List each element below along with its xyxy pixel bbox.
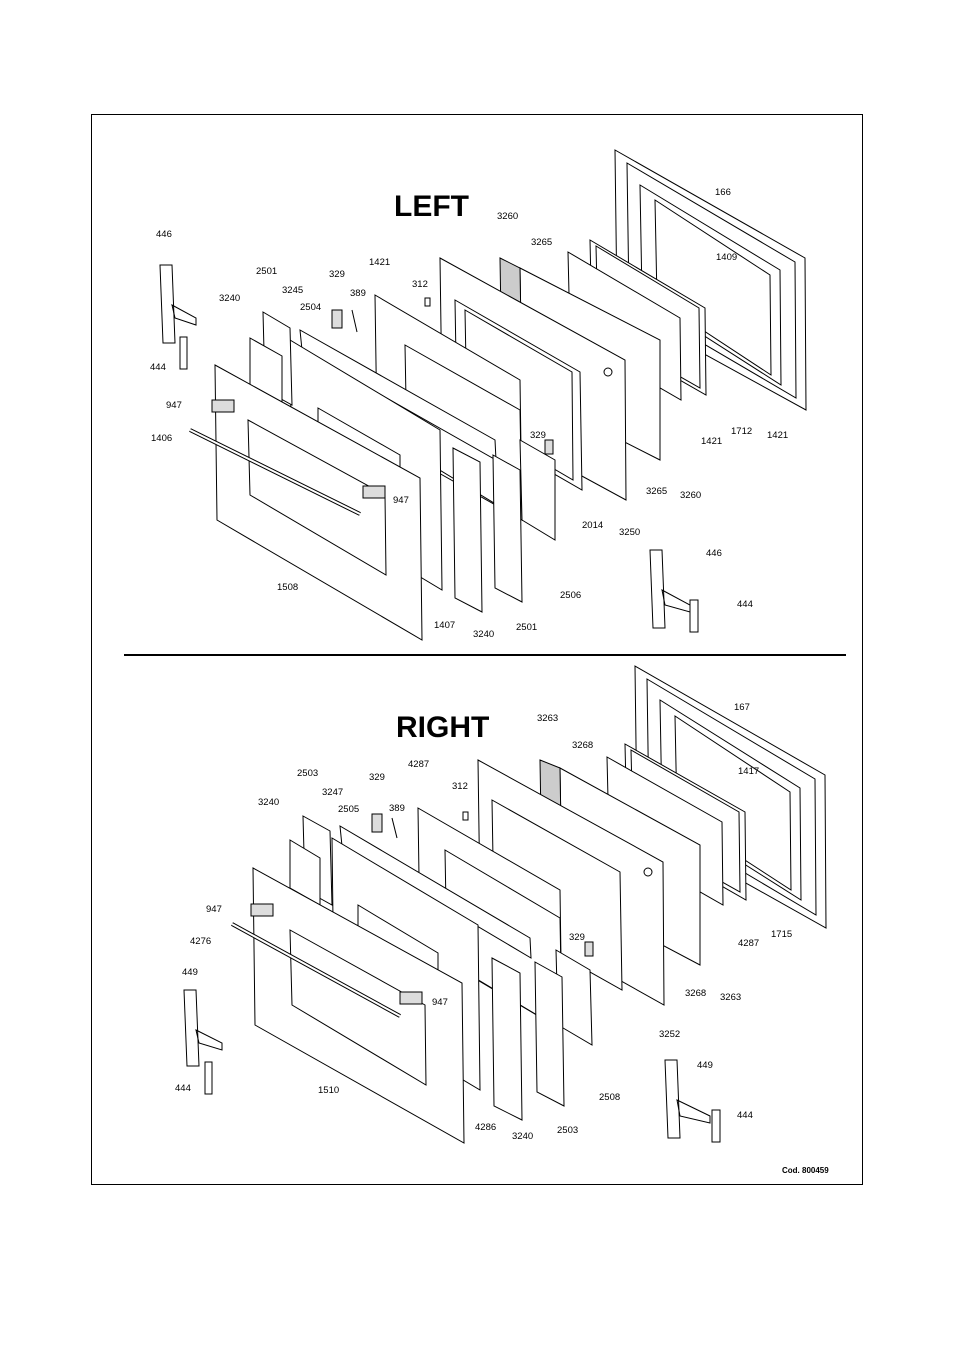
part-label: 1510 [318, 1085, 340, 1096]
section-title-right: RIGHT [396, 711, 490, 744]
part-label: 947 [166, 400, 182, 411]
part-label: 3240 [219, 293, 241, 304]
part-label: 1421 [701, 436, 723, 447]
part-label: 446 [156, 229, 172, 240]
part-label: 3252 [659, 1029, 681, 1040]
part-label: 329 [569, 932, 585, 943]
part-label: 3260 [680, 490, 702, 501]
part-label: 312 [452, 781, 468, 792]
part-label: 444 [737, 1110, 753, 1121]
part-label: 1712 [731, 426, 753, 437]
part-label: 4276 [190, 936, 212, 947]
part-label: 2505 [338, 804, 360, 815]
part-label: 329 [369, 772, 385, 783]
part-label: 2508 [599, 1092, 621, 1103]
part-label: 449 [182, 967, 198, 978]
section-title-left: LEFT [394, 190, 469, 223]
section-divider [124, 654, 846, 656]
part-label: 3268 [572, 740, 594, 751]
part-label: 389 [389, 803, 405, 814]
drawing-frame [91, 114, 863, 1185]
part-label: 3260 [497, 211, 519, 222]
part-label: 446 [706, 548, 722, 559]
part-label: 4286 [475, 1122, 497, 1133]
part-label: 2504 [300, 302, 322, 313]
part-label: 3268 [685, 988, 707, 999]
part-label: 449 [697, 1060, 713, 1071]
part-label: 1508 [277, 582, 299, 593]
part-label: 3245 [282, 285, 304, 296]
part-label: 947 [206, 904, 222, 915]
part-label: 1421 [369, 257, 391, 268]
part-label: 2503 [557, 1125, 579, 1136]
document-code: Cod. 800459 [782, 1166, 829, 1175]
part-label: 947 [432, 997, 448, 1008]
part-label: 2501 [516, 622, 538, 633]
part-label: 3263 [537, 713, 559, 724]
part-label: 1406 [151, 433, 173, 444]
part-label: 3240 [258, 797, 280, 808]
part-label: 167 [734, 702, 750, 713]
part-label: 3263 [720, 992, 742, 1003]
part-label: 1407 [434, 620, 456, 631]
part-label: 3265 [646, 486, 668, 497]
part-label: 2506 [560, 590, 582, 601]
part-label: 329 [329, 269, 345, 280]
part-label: 1715 [771, 929, 793, 940]
left-door-assembly [159, 149, 807, 641]
part-label: 4287 [738, 938, 760, 949]
part-label: 444 [737, 599, 753, 610]
right-door-assembly [183, 665, 827, 1144]
part-label: 3247 [322, 787, 344, 798]
part-label: 2014 [582, 520, 604, 531]
part-label: 2503 [297, 768, 319, 779]
part-label: 444 [150, 362, 166, 373]
part-label: 166 [715, 187, 731, 198]
part-label: 389 [350, 288, 366, 299]
part-label: 3240 [512, 1131, 534, 1142]
part-label: 1409 [716, 252, 738, 263]
part-label: 1417 [738, 766, 760, 777]
part-label: 3250 [619, 527, 641, 538]
part-label: 444 [175, 1083, 191, 1094]
part-label: 3265 [531, 237, 553, 248]
part-label: 947 [393, 495, 409, 506]
part-label: 4287 [408, 759, 430, 770]
part-label: 1421 [767, 430, 789, 441]
part-label: 329 [530, 430, 546, 441]
part-label: 2501 [256, 266, 278, 277]
part-label: 3240 [473, 629, 495, 640]
part-label: 312 [412, 279, 428, 290]
